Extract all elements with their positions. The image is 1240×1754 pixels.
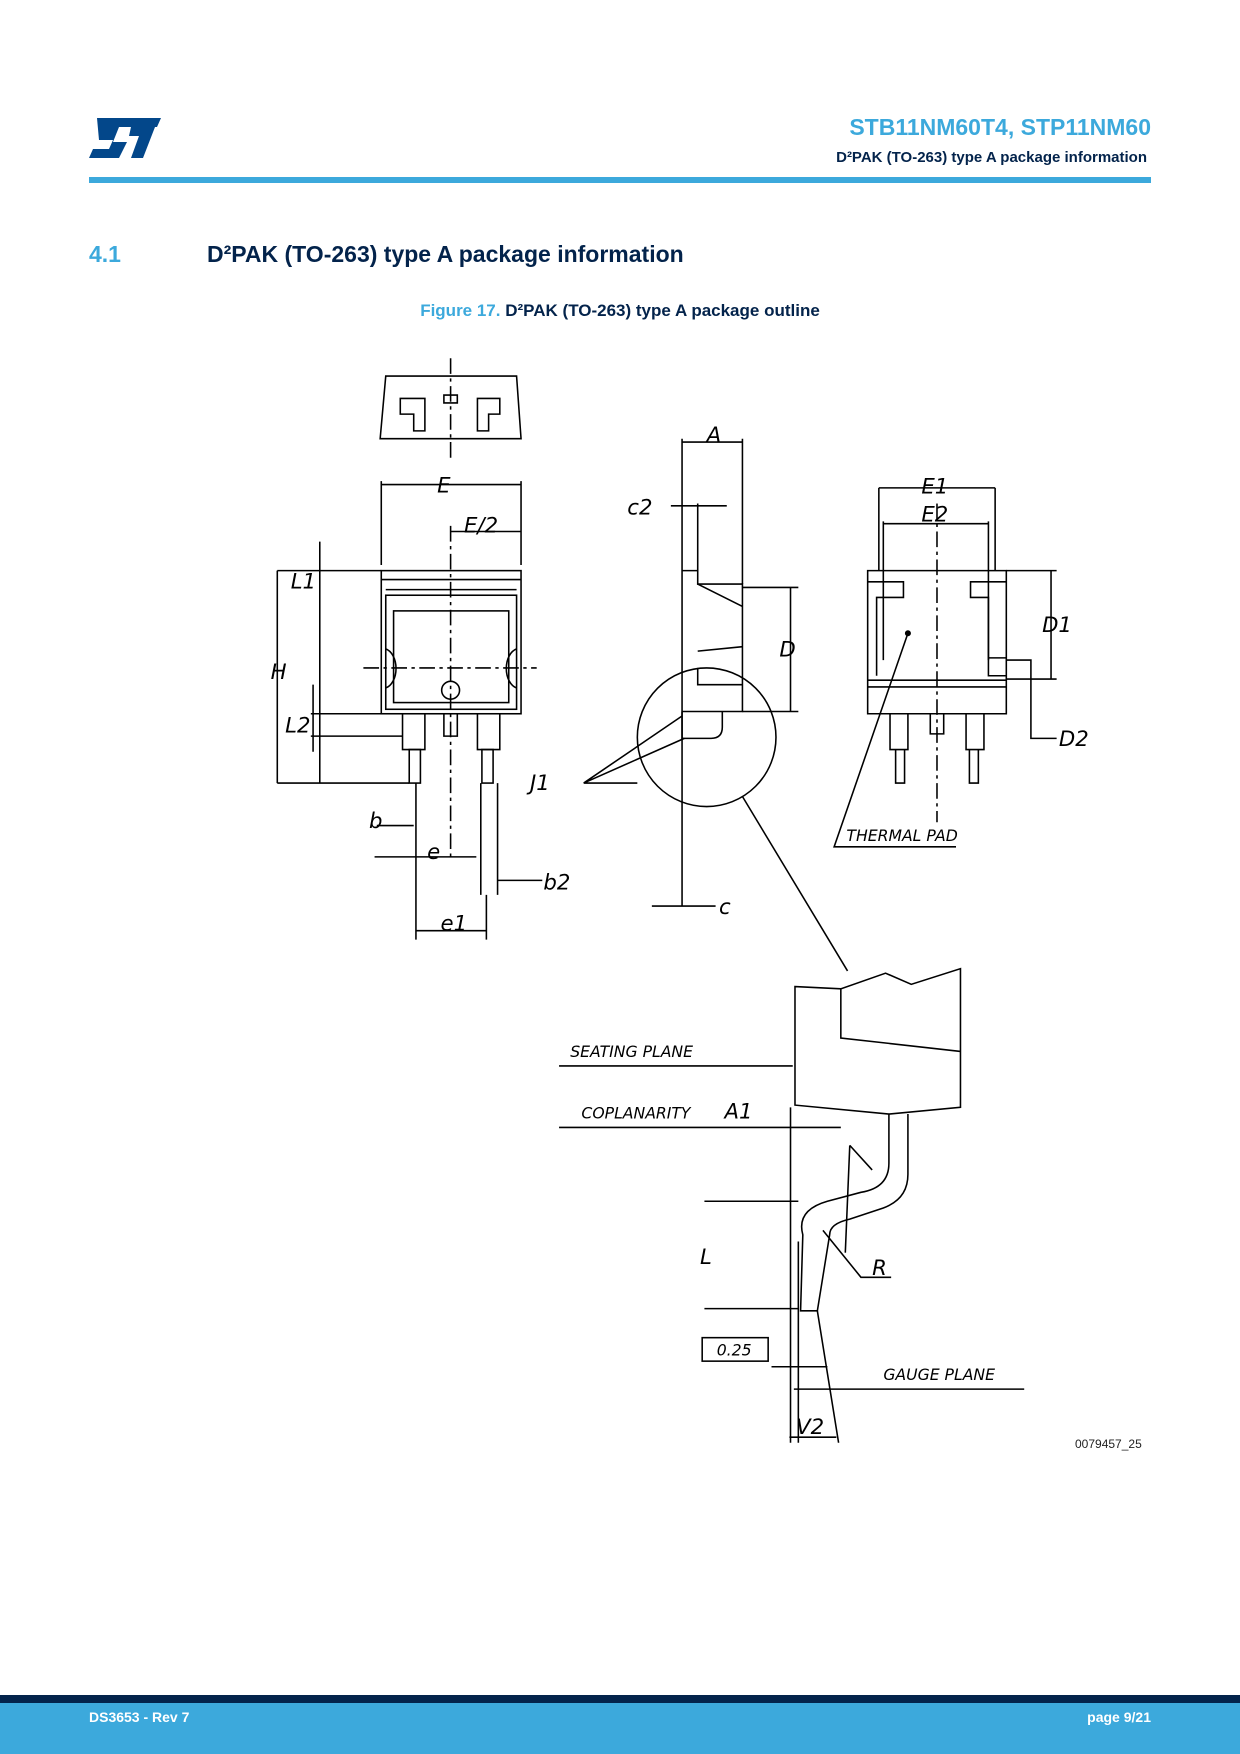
figure-title: D²PAK (TO-263) type A package outline <box>505 301 820 320</box>
dim-label-d: D <box>779 638 795 663</box>
dim-label-e-pitch: e <box>427 840 440 865</box>
detail-view <box>559 967 1025 1443</box>
document-subtitle: D²PAK (TO-263) type A package informatio… <box>836 149 1147 166</box>
header-rule <box>89 177 1151 183</box>
dim-label-r: R <box>872 1256 887 1281</box>
dim-label-a: A <box>705 423 722 448</box>
bottom-view <box>833 487 1057 848</box>
figure-number: Figure 17. <box>420 301 501 320</box>
figure-caption: Figure 17. D²PAK (TO-263) type A package… <box>0 301 1240 321</box>
dim-label-d1: D1 <box>1042 613 1072 638</box>
top-view <box>379 358 522 459</box>
document-title: STB11NM60T4, STP11NM60 <box>849 114 1151 140</box>
dim-label-b: b <box>369 809 382 834</box>
dim-label-e-half: E/2 <box>464 514 498 539</box>
dim-label-a1: A1 <box>723 1100 753 1125</box>
dim-label-l2: L2 <box>285 714 310 739</box>
gauge-plane-label: GAUGE PLANE <box>883 1365 995 1384</box>
dim-label-e1-pad: E1 <box>921 474 948 499</box>
dim-label-j1: J1 <box>526 771 550 796</box>
dim-label-e: E <box>437 473 451 498</box>
gauge-value: 0.25 <box>717 1341 752 1360</box>
footer-dark-band <box>0 1695 1240 1703</box>
footer-doc-rev: DS3653 - Rev 7 <box>89 1709 190 1725</box>
dim-label-l: L <box>700 1245 712 1270</box>
section-number: 4.1 <box>89 241 121 267</box>
front-view <box>276 481 543 940</box>
dim-label-v2: V2 <box>796 1415 824 1440</box>
side-view <box>583 438 849 972</box>
dim-label-e1: e1 <box>441 912 468 937</box>
seating-plane-label: SEATING PLANE <box>570 1042 693 1061</box>
coplanarity-label: COPLANARITY <box>581 1104 692 1123</box>
dim-label-b2: b2 <box>543 870 570 895</box>
dim-label-c: c <box>719 895 731 920</box>
footer-page-number: page 9/21 <box>1087 1709 1151 1725</box>
figure-id: 0079457_25 <box>1075 1437 1142 1451</box>
dim-label-l1: L1 <box>291 570 316 595</box>
footer-band <box>0 1703 1240 1754</box>
st-logo <box>89 118 161 158</box>
section-title: D²PAK (TO-263) type A package informatio… <box>207 241 684 267</box>
dim-label-h: H <box>271 660 287 685</box>
thermal-pad-label: THERMAL PAD <box>846 826 957 845</box>
dim-label-c2: c2 <box>627 496 652 521</box>
dim-label-d2: D2 <box>1059 727 1089 752</box>
